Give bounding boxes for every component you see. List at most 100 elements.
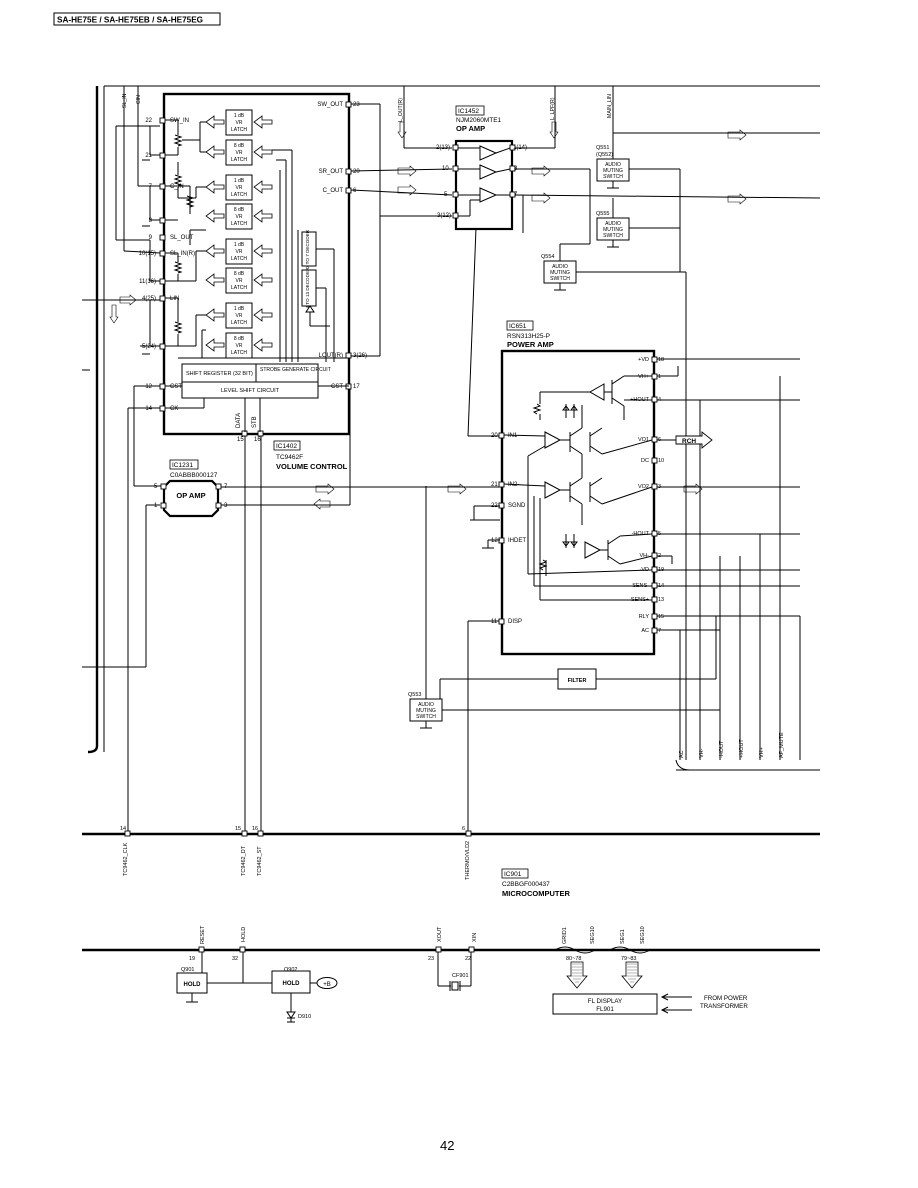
svg-text:LATCH: LATCH (231, 350, 247, 356)
svg-text:VR: VR (236, 185, 243, 191)
svg-text:FILTER: FILTER (568, 678, 587, 684)
ic901-ref: IC901 (504, 871, 522, 878)
ic1452-desc: OP AMP (456, 124, 485, 133)
svg-text:14: 14 (145, 406, 152, 412)
ic651-ref: IC651 (509, 323, 527, 330)
ic1452-ref: IC1452 (458, 108, 479, 115)
svg-text:RESET: RESET (200, 925, 206, 944)
ic1402-body (162, 92, 351, 436)
svg-text:AC: AC (641, 628, 649, 634)
svg-text:8 dB: 8 dB (234, 143, 245, 149)
svg-text:LIN: LIN (170, 296, 179, 302)
svg-text:1 dB: 1 dB (234, 306, 245, 312)
svg-text:TC9462_DT: TC9462_DT (241, 845, 247, 876)
svg-text:AUDIO: AUDIO (552, 264, 568, 270)
svg-text:80~78: 80~78 (566, 956, 581, 962)
svg-text:21: 21 (491, 482, 498, 488)
svg-text:THERMO/VLD2: THERMO/VLD2 (465, 841, 471, 880)
svg-text:IN1-: IN1- (508, 433, 519, 439)
svg-text:D910: D910 (298, 1014, 311, 1020)
svg-text:IHDET: IHDET (508, 538, 526, 544)
ic1231-desc: OP AMP (176, 491, 205, 500)
svg-text:DISP: DISP (508, 619, 522, 625)
svg-text:Q551: Q551 (596, 145, 609, 151)
ic651-desc: POWER AMP (507, 340, 554, 349)
svg-text:+B: +B (323, 982, 331, 988)
svg-text:VR: VR (236, 313, 243, 319)
svg-text:DC: DC (641, 458, 649, 464)
ic1402-part: TC9462F (276, 454, 303, 461)
crystal-cf901: CF901 (437, 952, 472, 991)
svg-text:HOLD: HOLD (184, 982, 202, 988)
svg-text:CST: CST (170, 384, 182, 390)
svg-text:AF_MUTE: AF_MUTE (779, 732, 785, 758)
svg-text:AUDIO: AUDIO (605, 162, 621, 168)
svg-text:VR: VR (236, 343, 243, 349)
svg-text:11(16): 11(16) (139, 279, 156, 285)
svg-text:VR: VR (236, 278, 243, 284)
model-title: SA-HE75E / SA-HE75EB / SA-HE75EG (57, 16, 203, 25)
svg-text:79~83: 79~83 (621, 956, 636, 962)
svg-text:VR: VR (236, 249, 243, 255)
svg-text:8 dB: 8 dB (234, 271, 245, 277)
svg-text:IN2-: IN2- (508, 482, 519, 488)
svg-text:SWITCH: SWITCH (603, 233, 623, 239)
svg-text:VH+: VH+ (759, 747, 765, 758)
svg-text:3: 3 (224, 503, 228, 509)
level-shift-label: LEVEL SHIFT CIRCUIT (221, 388, 280, 394)
ic901-part: C2BBGF000437 (502, 881, 550, 888)
svg-text:5: 5 (154, 484, 158, 490)
svg-text:12: 12 (491, 538, 498, 544)
svg-text:20: 20 (353, 169, 360, 175)
svg-text:VR: VR (236, 214, 243, 220)
svg-text:SGND: SGND (508, 503, 526, 509)
svg-text:VR: VR (236, 120, 243, 126)
svg-text:18: 18 (658, 357, 664, 363)
svg-text:DATA: DATA (236, 413, 242, 428)
ic651-internals (467, 227, 820, 836)
svg-text:SL_IN: SL_IN (122, 93, 128, 108)
ic651-body (500, 349, 656, 656)
svg-text:1: 1 (154, 503, 158, 509)
fl-display-block: FL DISPLAY FL901 FROM POWER TRANSFORMER (552, 993, 748, 1015)
svg-text:+VD: +VD (638, 357, 649, 363)
svg-text:8 dB: 8 dB (234, 336, 245, 342)
internal-bus (272, 149, 335, 362)
svg-text:TC9462_ST: TC9462_ST (257, 846, 263, 876)
svg-text:SWITCH: SWITCH (603, 174, 623, 180)
svg-text:15: 15 (658, 614, 664, 620)
ic1231-op-amp: IC1231 C0ABBB000127 OP AMP 5 1 7 3 (133, 386, 500, 518)
left-wiring (82, 86, 161, 836)
ic901-microcomputer: IC901 C2BBGF000437 MICROCOMPUTER (501, 868, 570, 898)
svg-text:13: 13 (658, 597, 664, 603)
svg-text:10(15): 10(15) (139, 251, 156, 257)
svg-text:HOLD: HOLD (241, 927, 247, 942)
svg-text:10: 10 (658, 458, 664, 464)
right-bus-labels: AC VH- -HOUT +HOUT VH+ AF_MUTE (679, 732, 785, 758)
svg-text:CST: CST (331, 384, 343, 390)
ic1402-bottom-pins: 15 DATA 16 STB (236, 413, 264, 443)
svg-text:AUDIO: AUDIO (418, 702, 434, 708)
svg-text:23: 23 (428, 956, 434, 962)
svg-text:LATCH: LATCH (231, 192, 247, 198)
svg-text:VO2: VO2 (638, 484, 649, 490)
ic1231-part: C0ABBB000127 (170, 472, 218, 479)
svg-text:XIN: XIN (472, 933, 478, 942)
svg-text:MUTING: MUTING (603, 168, 623, 174)
svg-text:FL901: FL901 (596, 1006, 614, 1013)
svg-text:23: 23 (353, 102, 360, 108)
svg-text:STB: STB (252, 416, 258, 428)
svg-text:15: 15 (235, 826, 241, 832)
svg-text:XOUT: XOUT (437, 926, 443, 942)
svg-text:5(24): 5(24) (142, 344, 156, 350)
svg-text:LATCH: LATCH (231, 127, 247, 133)
svg-text:16: 16 (252, 826, 258, 832)
decoder-3to7: 3 TO 7 DECODER (305, 229, 310, 268)
ic1402-ref: IC1402 (276, 443, 297, 450)
svg-text:16: 16 (254, 437, 261, 443)
svg-text:HOLD: HOLD (283, 981, 301, 987)
svg-text:1 dB: 1 dB (234, 242, 245, 248)
